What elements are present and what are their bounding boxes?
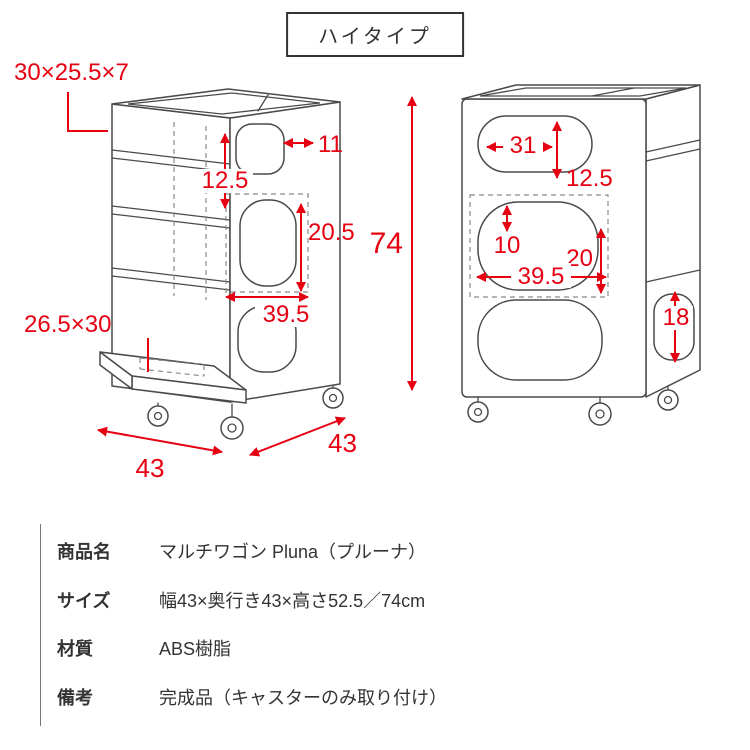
spec-label: 商品名 (57, 542, 111, 562)
dim-left-depth: 43 (328, 428, 357, 458)
spec-row-notes: 備考 完成品（キャスターのみ取り付け） (41, 674, 709, 723)
dim-left-top-width: 11 (318, 131, 343, 158)
spec-value: マルチワゴン Pluna（プルーナ） (159, 542, 427, 562)
left-cart-dimensions: 30×25.5×7 11 12.5 20.5 39.5 26.5×30 74 4… (14, 59, 417, 483)
spec-value: 完成品（キャスターのみ取り付け） (159, 687, 447, 708)
type-badge-label: ハイタイプ (318, 26, 432, 48)
dim-right-side-shelf-height: 18 (663, 304, 690, 331)
left-middle-opening (239, 199, 297, 287)
spec-row-material: 材質 ABS樹脂 (41, 625, 709, 674)
dimension-diagram: 30×25.5×7 11 12.5 20.5 39.5 26.5×30 74 4… (14, 59, 701, 483)
dim-right-top-width: 31 (510, 132, 537, 159)
right-cart-casters (467, 385, 679, 426)
left-cart-drawing (99, 88, 344, 440)
spec-value: 幅43×奥行き43×高さ52.5／74cm (159, 590, 426, 611)
dim-left-middle-height: 20.5 (308, 219, 355, 246)
left-top-opening (235, 123, 285, 175)
dim-left-total-height: 74 (370, 227, 403, 260)
dim-left-top-height: 12.5 (202, 167, 249, 194)
type-badge: ハイタイプ (286, 12, 464, 57)
right-bottom-opening (477, 299, 603, 381)
spec-row-product-name: 商品名 マルチワゴン Pluna（プルーナ） (41, 528, 709, 577)
dim-right-middle-width: 39.5 (518, 263, 565, 290)
spec-label: サイズ (57, 590, 111, 611)
spec-label: 材質 (57, 639, 93, 659)
spec-row-size: サイズ 幅43×奥行き43×高さ52.5／74cm (41, 577, 709, 626)
dim-right-middle-gap: 10 (494, 232, 521, 259)
dim-left-drawer-size: 30×25.5×7 (14, 59, 129, 86)
dim-right-top-height: 12.5 (566, 165, 613, 192)
dim-left-width: 43 (136, 453, 165, 483)
left-cart-casters (147, 384, 344, 440)
spec-table: 商品名 マルチワゴン Pluna（プルーナ） サイズ 幅43×奥行き43×高さ5… (40, 524, 709, 726)
dim-left-tray-size: 26.5×30 (24, 311, 111, 338)
spec-value: ABS樹脂 (159, 639, 232, 659)
dim-left-middle-width: 39.5 (263, 301, 310, 328)
right-cart-dimensions: 31 12.5 10 20 39.5 18 (476, 121, 693, 363)
spec-label: 備考 (57, 687, 93, 708)
